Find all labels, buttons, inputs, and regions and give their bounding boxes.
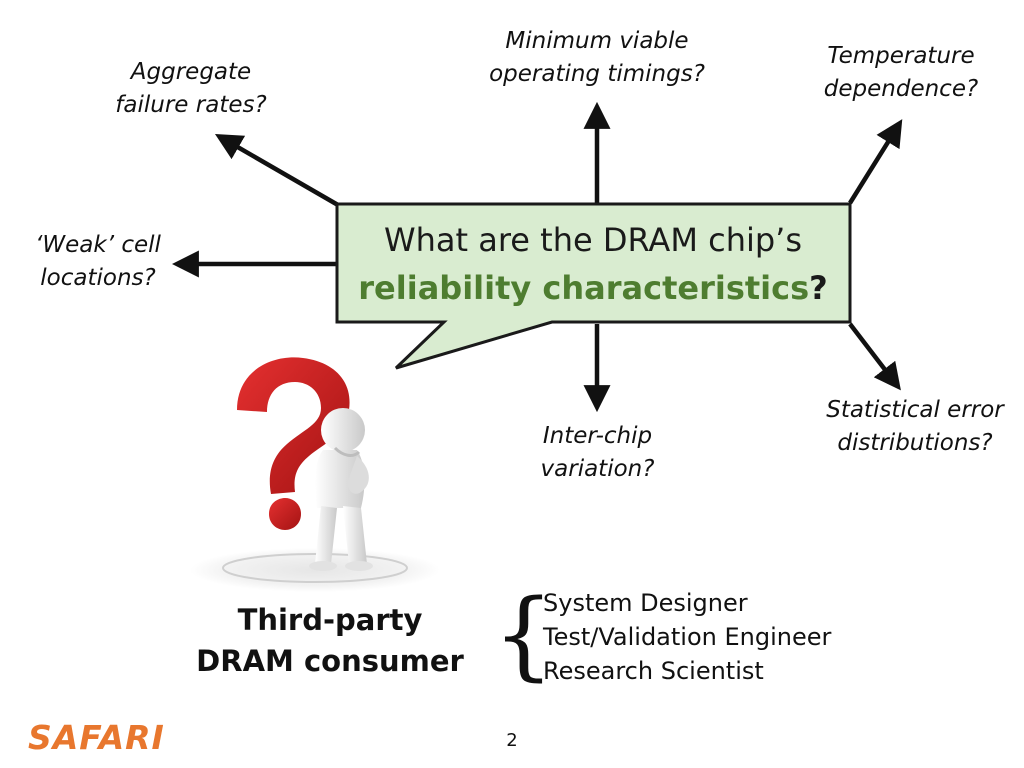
question-line: Inter-chip (542, 423, 653, 449)
speech-bubble (335, 202, 852, 370)
person-leg-right (343, 506, 367, 564)
person-foot-left (309, 561, 337, 571)
question-temperature-dependence: Temperature dependence? (806, 40, 996, 106)
question-mark-dot (269, 498, 301, 530)
consumer-roles-list: System Designer Test/Validation Engineer… (543, 586, 831, 688)
central-question-highlight: reliability characteristics (358, 269, 810, 307)
person-with-question-mark-figure (190, 357, 440, 592)
question-line: locations? (40, 265, 156, 291)
person-hand-chin (333, 446, 361, 457)
question-line: operating timings? (489, 61, 705, 87)
question-line: Aggregate (130, 59, 252, 85)
person-leg-left (315, 506, 337, 564)
question-line: variation? (540, 456, 655, 482)
safari-logo: SAFARI (28, 718, 165, 757)
central-question-line2: reliability characteristics? (340, 264, 846, 312)
arrow-to-aggregate-failure-rates (214, 133, 340, 207)
person-head (321, 408, 365, 452)
role-item: Test/Validation Engineer (543, 623, 832, 651)
person-torso (315, 450, 365, 508)
central-question-line1: What are the DRAM chip’s (383, 221, 803, 259)
consumer-line2: DRAM consumer (196, 644, 464, 678)
question-line: dependence? (823, 76, 979, 102)
question-line: ‘Weak’ cell (35, 232, 161, 258)
floor-ring (222, 553, 408, 583)
question-line: distributions? (837, 430, 993, 456)
question-line: Temperature (827, 43, 975, 69)
person-foot-right (345, 561, 373, 571)
question-statistical-error-distributions: Statistical error distributions? (805, 394, 1024, 460)
question-mark-icon (237, 357, 350, 494)
question-line: Statistical error (826, 397, 1004, 423)
central-question-suffix: ? (809, 269, 828, 307)
question-line: failure rates? (115, 92, 267, 118)
role-item: Research Scientist (543, 657, 764, 685)
central-question: What are the DRAM chip’s reliability cha… (340, 216, 846, 312)
role-item: System Designer (543, 589, 748, 617)
page-number: 2 (506, 730, 518, 751)
question-weak-cell-locations: ‘Weak’ cell locations? (18, 229, 178, 295)
consumer-line1: Third-party (237, 603, 423, 637)
curly-brace: { (493, 579, 555, 691)
arrow-to-temperature-dependence (848, 119, 903, 205)
arrow-to-statistical-error-distributions (848, 322, 901, 391)
question-inter-chip-variation: Inter-chip variation? (510, 420, 685, 486)
question-line: Minimum viable (505, 28, 689, 54)
question-aggregate-failure-rates: Aggregate failure rates? (96, 56, 286, 122)
question-minimum-viable-timings: Minimum viable operating timings? (462, 25, 732, 91)
person-arm (347, 456, 369, 494)
consumer-label: Third-party DRAM consumer (195, 600, 465, 682)
